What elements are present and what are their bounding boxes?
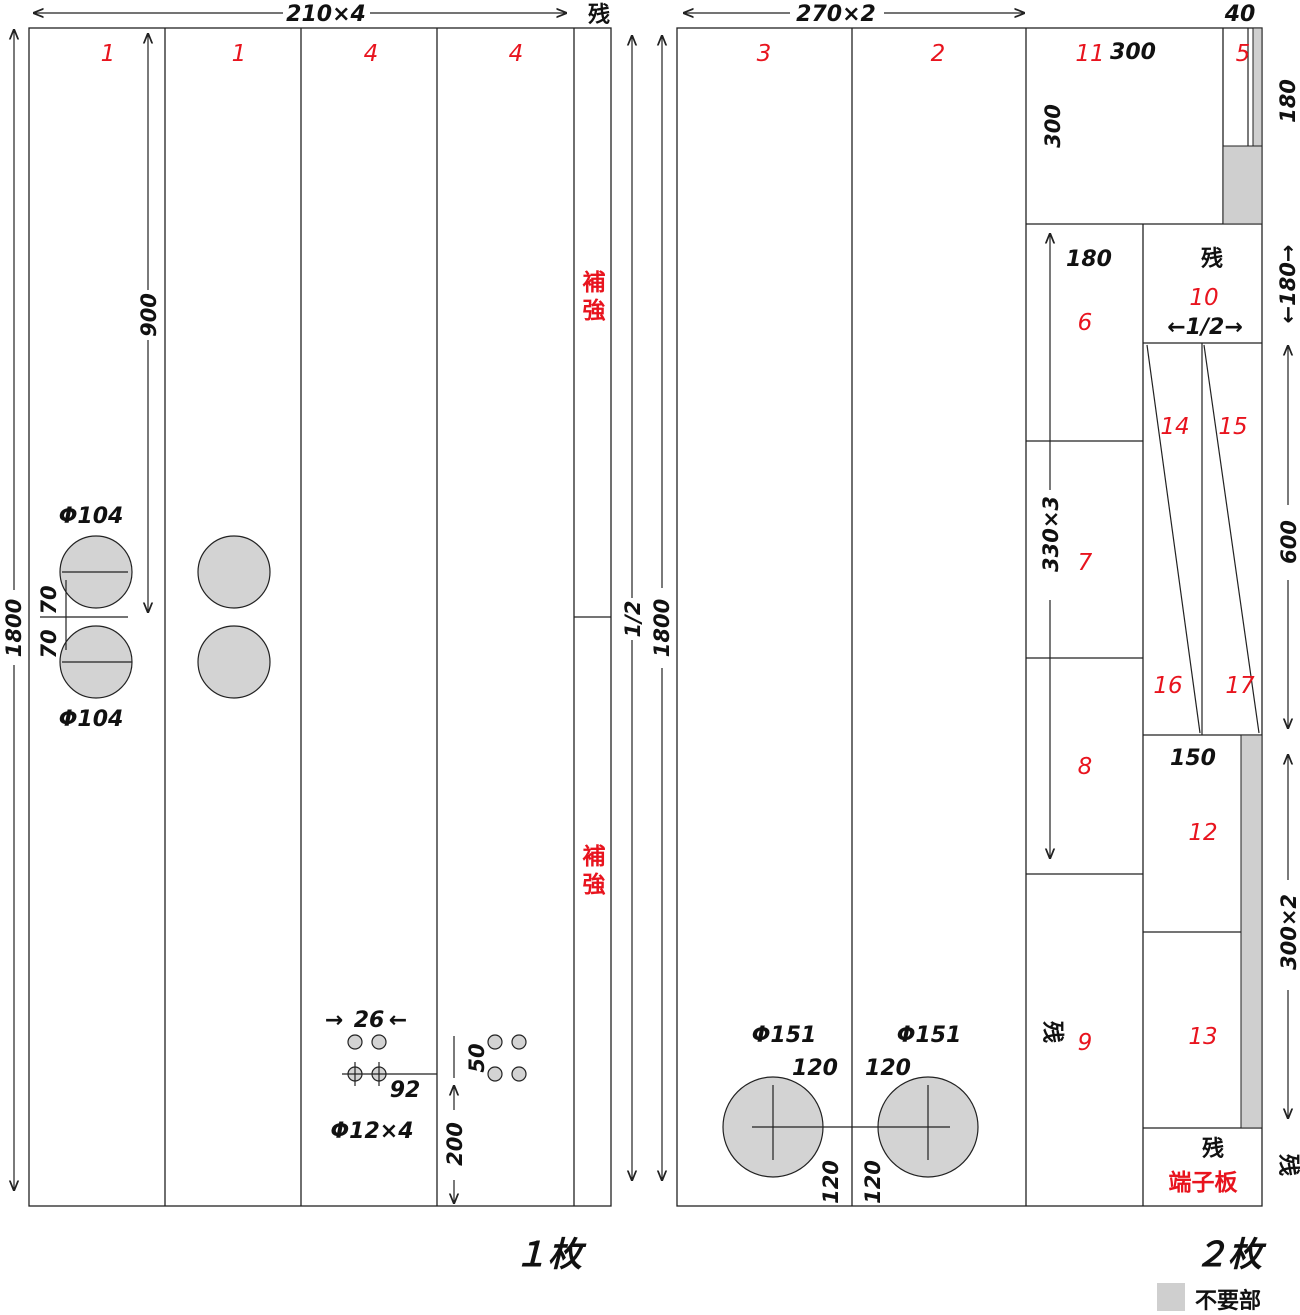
part-number: 15 (1218, 414, 1247, 440)
dim-92-label: 92 (390, 1078, 421, 1103)
diagonal-cut-line (1146, 344, 1201, 734)
part-number: 10 (1189, 285, 1218, 311)
dim-120-label: 120 (861, 1160, 885, 1204)
speaker-hole (197, 535, 271, 609)
speaker-hole (197, 625, 271, 699)
part-number: 12 (1188, 820, 1217, 846)
part-number: 6 (1078, 310, 1093, 336)
part-number: 2 (931, 41, 946, 67)
sheet-count-label: １枚 (514, 1235, 587, 1275)
part-number: 8 (1078, 754, 1093, 780)
terminal-hole (511, 1034, 527, 1050)
unneeded-area (1222, 145, 1263, 225)
right-panel-outline (676, 27, 1263, 1207)
left-sheet: 210×4 残 1800 1/2 1 1 4 4 補 強 補 強 補強 900 … (2, 2, 645, 1275)
terminal-hole (487, 1034, 503, 1050)
dim-300-label: 300 (1041, 104, 1065, 148)
legend-label: 不要部 (1195, 1288, 1261, 1314)
legend: 不要部 (1157, 1283, 1261, 1314)
terminal-hole (511, 1066, 527, 1082)
unneeded-area (1252, 27, 1263, 147)
dim-70-label: 70 (37, 629, 61, 658)
terminal-hole (487, 1066, 503, 1082)
half-dim-label: 1/2 (621, 601, 645, 638)
unneeded-area (1240, 734, 1263, 1129)
terminal-board-label: 端子板 (1169, 1170, 1239, 1196)
height-dim-label: 1800 (650, 599, 674, 657)
dim-180-label: 180 (1276, 79, 1300, 123)
part-number: 3 (757, 41, 772, 67)
legend-swatch (1157, 1283, 1185, 1311)
remainder-label: 残 (588, 2, 610, 28)
remainder-label: 残 (1039, 1021, 1065, 1043)
arrow-glyph: → (325, 1008, 343, 1033)
dim-330x3-label: 330×3 (1039, 496, 1063, 572)
reinforcement-label-char1: 補 (582, 270, 606, 296)
dim-300x2-label: 300×2 (1277, 894, 1300, 970)
dim-120-label: 120 (865, 1056, 911, 1081)
part-number: 1 (101, 41, 116, 67)
dim-180-arrow-label: ←180→ (1276, 244, 1300, 323)
hole-diameter-label: Φ151 (897, 1023, 962, 1048)
hole-diameter-label: Φ104 (59, 504, 124, 529)
hole-diameter-label: Φ151 (752, 1023, 817, 1048)
part-number: 4 (364, 41, 379, 67)
diagonal-cut-line (1203, 344, 1260, 734)
part-number: 9 (1078, 1030, 1093, 1056)
terminal-hole (371, 1034, 387, 1050)
dim-50-label: 50 (465, 1043, 489, 1072)
part-number: 7 (1078, 550, 1093, 576)
sheet-count-label: ２枚 (1194, 1235, 1267, 1275)
dim-70-label: 70 (37, 585, 61, 614)
reinforcement-label-char1: 補 (582, 844, 606, 870)
small-hole-label: Φ12×4 (330, 1119, 413, 1144)
dim-40-label: 40 (1224, 2, 1256, 27)
right-sheet: 270×2 40 1800 3 2 11 5 300 300 180 330×3… (650, 2, 1300, 1275)
dim-180-label: 180 (1066, 247, 1112, 272)
part-number: 11 (1075, 41, 1104, 67)
dim-150-label: 150 (1170, 746, 1216, 771)
part-number: 16 (1153, 673, 1182, 699)
height-dim-label: 1800 (2, 599, 26, 657)
part-number: 4 (509, 41, 524, 67)
dim-120-label: 120 (819, 1160, 843, 1204)
remainder-label: 残 (1275, 1154, 1300, 1176)
part-number: 13 (1188, 1024, 1217, 1050)
dim-600-label: 600 (1277, 520, 1300, 564)
part-number: 1 (232, 41, 247, 67)
top-dim-label: 270×2 (796, 2, 876, 27)
hole-diameter-label: Φ104 (59, 707, 124, 732)
arrow-glyph: ← (389, 1008, 407, 1033)
part-number: 5 (1236, 41, 1251, 67)
remainder-label: 残 (1202, 1136, 1224, 1162)
reinforcement-label-char2: 強 (583, 872, 606, 898)
remainder-label: 残 (1201, 246, 1223, 272)
dim-300-label: 300 (1110, 40, 1156, 65)
terminal-hole (347, 1034, 363, 1050)
reinforcement-label-char2: 強 (583, 298, 606, 324)
top-dim-label: 210×4 (286, 2, 366, 27)
dim-200-label: 200 (443, 1122, 467, 1166)
part-number: 17 (1225, 673, 1255, 699)
dim-900-label: 900 (137, 293, 161, 337)
dim-120-label: 120 (792, 1056, 838, 1081)
dim-half-label: ←1/2→ (1167, 315, 1243, 340)
dim-26-label: 26 (354, 1008, 385, 1033)
part-number: 14 (1160, 414, 1189, 440)
